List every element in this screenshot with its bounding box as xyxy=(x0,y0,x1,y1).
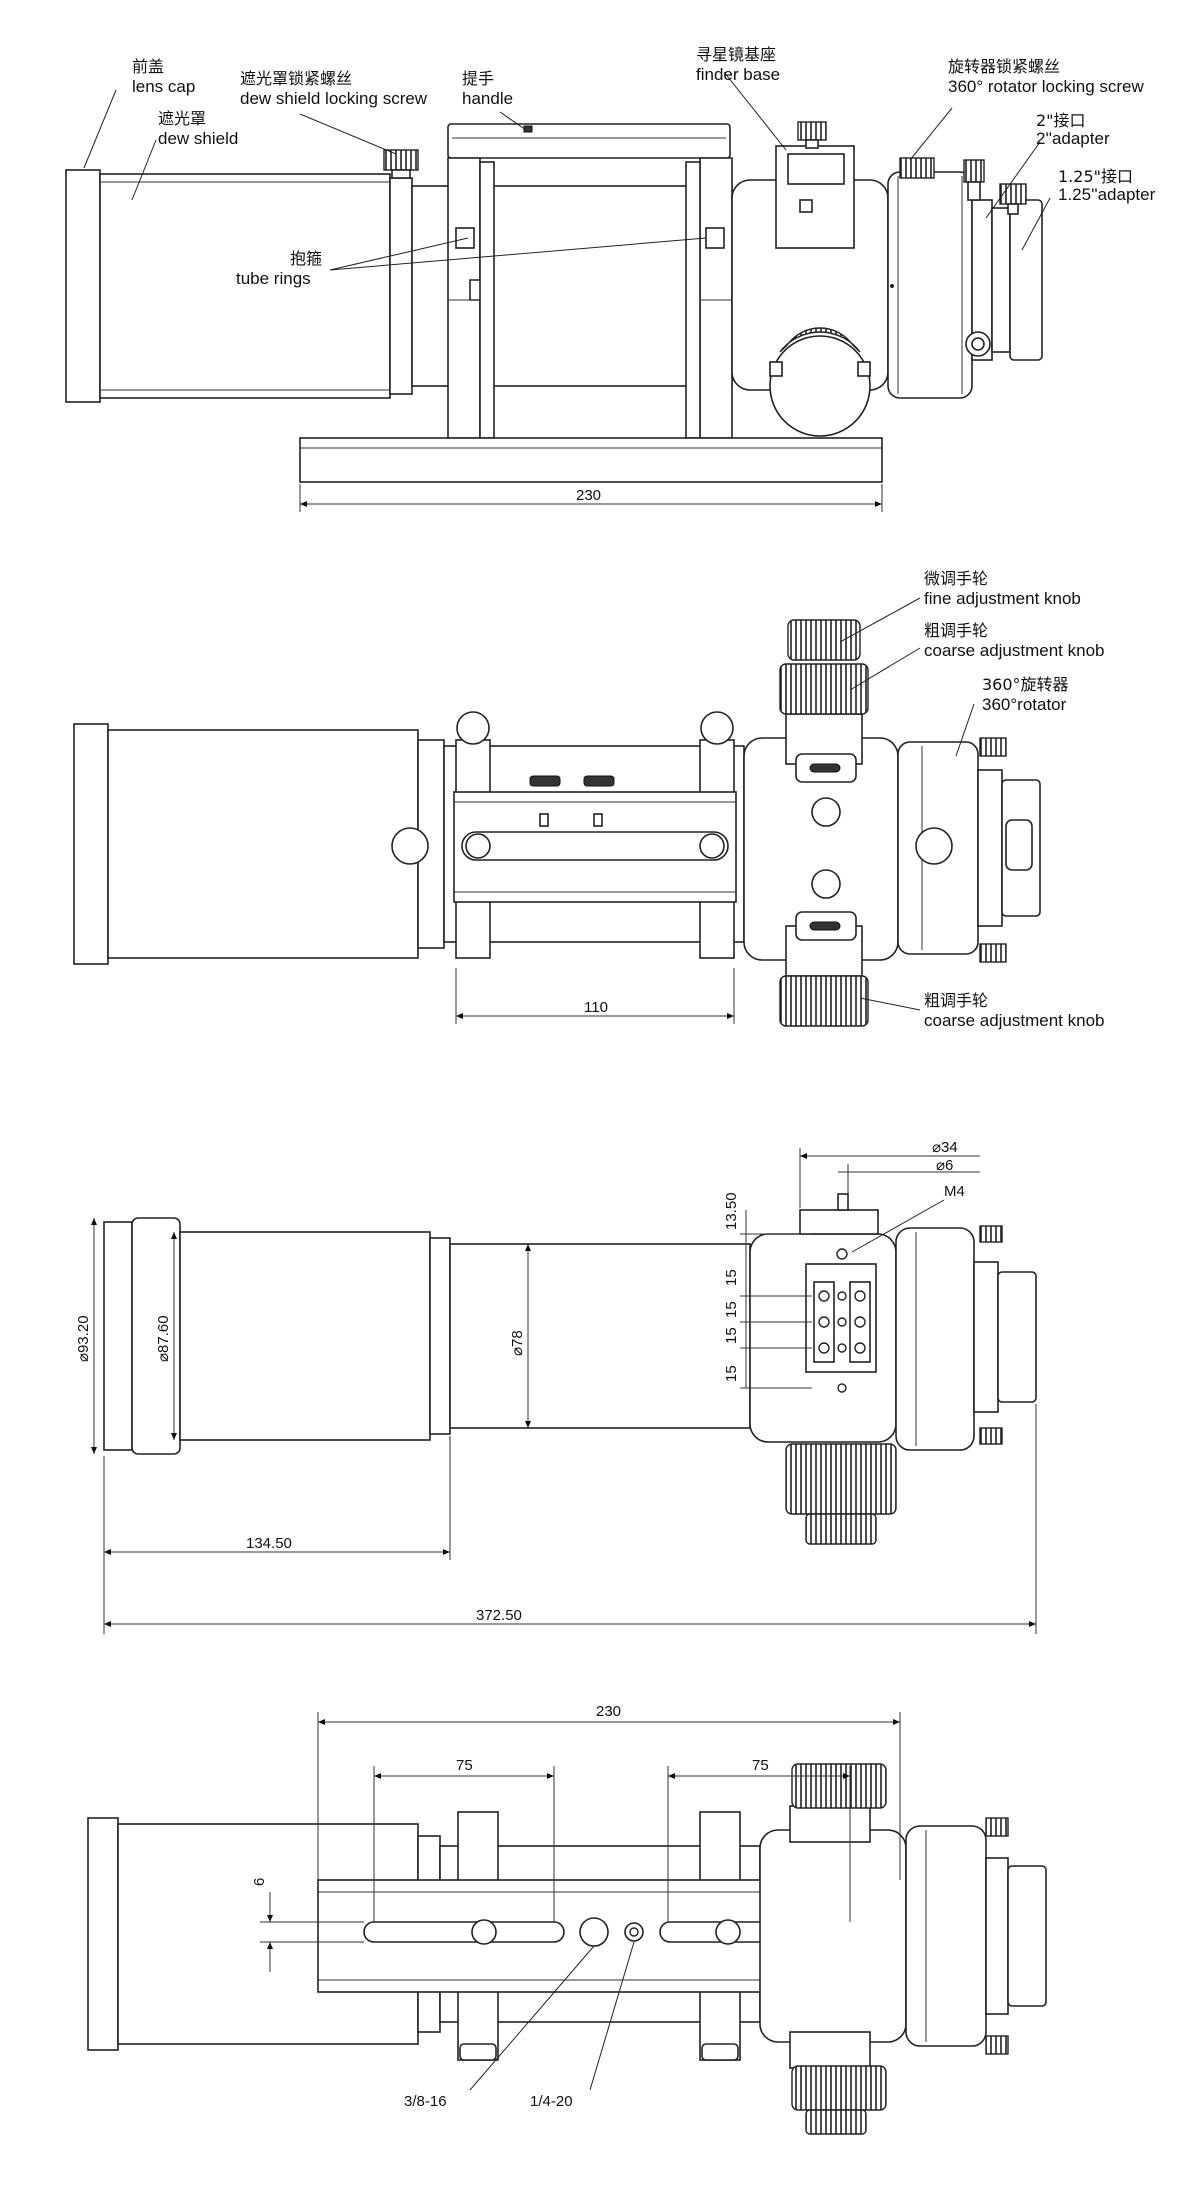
dim-rings-110: 110 xyxy=(584,999,608,1016)
label-thread-3-8-16: 3/8-16 xyxy=(404,2093,447,2110)
view-side: 前盖 lens cap 遮光罩 dew shield 遮光罩锁紧螺丝 dew s… xyxy=(65,45,1156,512)
dim-134-50: 134.50 xyxy=(246,1535,292,1552)
dim-slot-right-75: 75 xyxy=(752,1757,769,1774)
focus-knob xyxy=(769,335,871,437)
view-top: 微调手轮 fine adjustment knob 粗调手轮 coarse ad… xyxy=(73,569,1105,1030)
label-adapter2-cn: 2"接口 xyxy=(1036,111,1086,130)
label-rotator-cn: 360°旋转器 xyxy=(982,675,1069,694)
label-adapter125-en: 1.25''adapter xyxy=(1058,185,1156,204)
label-finder-base-cn: 寻星镜基座 xyxy=(696,45,776,64)
dim-d93-20: ⌀93.20 xyxy=(75,1315,92,1362)
label-coarse-knob2-cn: 粗调手轮 xyxy=(924,991,988,1010)
label-handle-cn: 提手 xyxy=(462,69,494,88)
dim-d34: ⌀34 xyxy=(932,1139,958,1156)
label-coarse-knob-cn: 粗调手轮 xyxy=(924,621,988,640)
dew-shield-screw xyxy=(383,149,419,171)
label-fine-knob-en: fine adjustment knob xyxy=(924,589,1081,608)
label-thread-1-4-20: 1/4-20 xyxy=(530,2093,573,2110)
rotator xyxy=(887,171,973,399)
dim-d78: ⌀78 xyxy=(509,1330,526,1356)
dim-13-50: 13.50 xyxy=(723,1192,740,1230)
label-coarse-knob-en: coarse adjustment knob xyxy=(924,641,1105,660)
label-adapter2-en: 2''adapter xyxy=(1036,129,1110,148)
dew-shield xyxy=(99,173,391,399)
label-dew-shield-cn: 遮光罩 xyxy=(158,109,206,128)
dim-base-230: 230 xyxy=(576,487,601,504)
lens-cap-top xyxy=(73,723,109,965)
label-rotator-en: 360°rotator xyxy=(982,695,1067,714)
dim-372-50: 372.50 xyxy=(476,1607,522,1624)
dovetail-base xyxy=(299,437,883,483)
tube-dim xyxy=(449,1243,751,1429)
label-dew-screw-en: dew shield locking screw xyxy=(240,89,428,108)
label-coarse-knob2-en: coarse adjustment knob xyxy=(924,1011,1105,1030)
coarse-knob-dim xyxy=(785,1443,897,1515)
label-tube-rings-cn: 抱箍 xyxy=(290,249,322,268)
label-rotator-screw-cn: 旋转器锁紧螺丝 xyxy=(948,57,1060,76)
label-lens-cap-en: lens cap xyxy=(132,77,195,96)
dim-15-b: 15 xyxy=(723,1301,740,1318)
label-finder-base-en: finder base xyxy=(696,65,780,84)
coarse-knob-top xyxy=(779,663,869,715)
coarse-knob-bottom xyxy=(779,975,869,1027)
label-adapter125-cn: 1.25"接口 xyxy=(1058,167,1133,186)
dim-15-a: 15 xyxy=(723,1269,740,1286)
lens-cap xyxy=(65,169,101,403)
dim-slot-left-75: 75 xyxy=(456,1757,473,1774)
label-tube-rings-en: tube rings xyxy=(236,269,311,288)
dim-d87-60: ⌀87.60 xyxy=(155,1315,172,1362)
coarse-knob-bottom-view xyxy=(791,1763,887,1809)
dew-shield-dim xyxy=(179,1231,431,1441)
dim-total-230: 230 xyxy=(596,1703,621,1720)
dim-offset-6: 6 xyxy=(251,1878,268,1886)
label-handle-en: handle xyxy=(462,89,513,108)
dew-shield-top xyxy=(107,729,419,959)
handle xyxy=(447,123,731,159)
hole-1-4-20 xyxy=(624,1922,644,1942)
label-dew-shield-en: dew shield xyxy=(158,129,238,148)
slot-left xyxy=(363,1921,565,1943)
rotator-lock-screw xyxy=(899,157,935,179)
label-rotator-screw-en: 360° rotator locking screw xyxy=(948,77,1144,96)
hole-3-8-16 xyxy=(579,1917,609,1947)
view-bottom: 230 75 75 6 3/8-16 1/4-20 xyxy=(87,1703,1047,2135)
dim-15-d: 15 xyxy=(723,1365,740,1382)
view-dimensions: ⌀34 ⌀6 M4 13.50 15 15 15 15 ⌀93.20 ⌀87.6… xyxy=(75,1139,1037,1634)
dim-d6: ⌀6 xyxy=(936,1157,953,1174)
label-dew-screw-cn: 遮光罩锁紧螺丝 xyxy=(240,69,352,88)
fine-knob xyxy=(787,619,861,661)
tube-ring-right xyxy=(699,157,733,439)
dim-m4: M4 xyxy=(944,1183,965,1200)
dim-15-c: 15 xyxy=(723,1327,740,1344)
label-fine-knob-cn: 微调手轮 xyxy=(924,569,988,588)
label-lens-cap-cn: 前盖 xyxy=(132,57,164,76)
adapter-125in xyxy=(1009,199,1043,361)
dew-screw-top xyxy=(391,827,429,865)
